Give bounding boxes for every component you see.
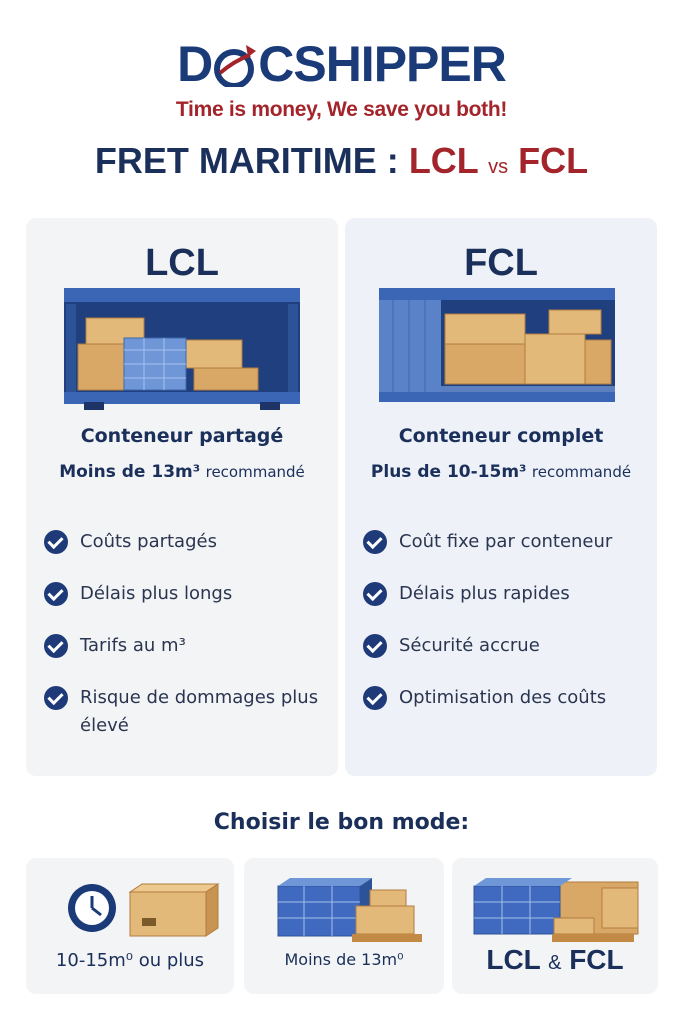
list-item: Risque de dommages plus élevé <box>44 684 334 740</box>
shared-container-illustration <box>64 288 300 410</box>
option-label-mixed: LCL & FCL <box>452 944 658 976</box>
check-icon <box>44 686 68 710</box>
option-amp: & <box>548 952 562 974</box>
feature-text: Coût fixe par conteneur <box>399 531 613 552</box>
title-vs: vs <box>488 156 509 178</box>
check-icon <box>363 634 387 658</box>
list-item: Tarifs au m³ <box>44 632 334 660</box>
feature-text: Délais plus rapides <box>399 583 570 604</box>
option-label: Moins de 13m⁰ <box>284 950 404 969</box>
fcl-recommend: recommandé <box>531 463 632 481</box>
fcl-heading: FCL <box>464 242 538 284</box>
fcl-subtitle: Conteneur complet <box>398 425 604 447</box>
page-title: FRET MARITIME : LCL vs FCL <box>0 140 683 182</box>
brand-name: D CSHIPPER <box>0 38 683 96</box>
feature-text: Sécurité accrue <box>399 635 540 656</box>
check-icon <box>44 582 68 606</box>
list-item: Coût fixe par conteneur <box>363 528 653 556</box>
feature-text: Tarifs au m³ <box>80 635 186 656</box>
option-label: 10-15m⁰ ou plus <box>55 950 205 971</box>
fcl-feature-list: Coût fixe par conteneur Délais plus rapi… <box>363 528 653 736</box>
list-item: Coûts partagés <box>44 528 334 556</box>
check-icon <box>44 634 68 658</box>
list-item: Optimisation des coûts <box>363 684 653 712</box>
clock-box-illustration <box>68 883 220 937</box>
check-icon <box>44 530 68 554</box>
lcl-subtitle: Conteneur partagé <box>80 425 284 447</box>
choose-title: Choisir le bon mode: <box>213 810 470 835</box>
globe-icon <box>212 43 258 96</box>
option-card-large-volume: 10-15m⁰ ou plus <box>26 858 234 994</box>
list-item: Délais plus rapides <box>363 580 653 608</box>
option-lcl: LCL <box>486 944 541 975</box>
check-icon <box>363 582 387 606</box>
feature-text: Risque de dommages plus élevé <box>80 687 319 736</box>
feature-text: Délais plus longs <box>80 583 233 604</box>
brand-tagline: Time is money, We save you both! <box>175 98 508 121</box>
feature-text: Optimisation des coûts <box>399 687 607 708</box>
lcl-feature-list: Coûts partagés Délais plus longs Tarifs … <box>44 528 334 764</box>
pallet-boxes-illustration <box>277 878 422 942</box>
feature-text: Coûts partagés <box>80 531 217 552</box>
brand-name-right: CSHIPPER <box>258 36 507 92</box>
full-container-illustration <box>379 288 615 402</box>
fcl-volume-value: Plus de 10-15m³ <box>370 462 527 482</box>
brand-name-left: D <box>177 36 213 92</box>
list-item: Délais plus longs <box>44 580 334 608</box>
lcl-recommend: recommandé <box>205 463 305 481</box>
mixed-load-illustration <box>473 878 639 942</box>
list-item: Sécurité accrue <box>363 632 653 660</box>
lcl-volume: Moins de 13m³ recommandé <box>26 462 338 482</box>
option-fcl: FCL <box>569 944 624 975</box>
check-icon <box>363 530 387 554</box>
title-lcl: LCL <box>408 140 479 181</box>
lcl-panel: LCL Conteneur partagé Moins de 13m³ reco… <box>26 218 338 776</box>
option-card-mixed: LCL & FCL <box>452 858 658 994</box>
lcl-heading: LCL <box>145 242 219 284</box>
lcl-volume-value: Moins de 13m³ <box>59 462 201 482</box>
title-main: FRET MARITIME : <box>94 140 399 181</box>
brand-logo: D CSHIPPER Time is money, We save you bot… <box>0 38 683 122</box>
option-card-small-volume: Moins de 13m⁰ <box>244 858 444 994</box>
fcl-panel: FCL Conteneur complet Plus de 10-15m³ re… <box>345 218 657 776</box>
check-icon <box>363 686 387 710</box>
fcl-volume: Plus de 10-15m³ recommandé <box>345 462 657 482</box>
title-fcl: FCL <box>518 140 589 181</box>
